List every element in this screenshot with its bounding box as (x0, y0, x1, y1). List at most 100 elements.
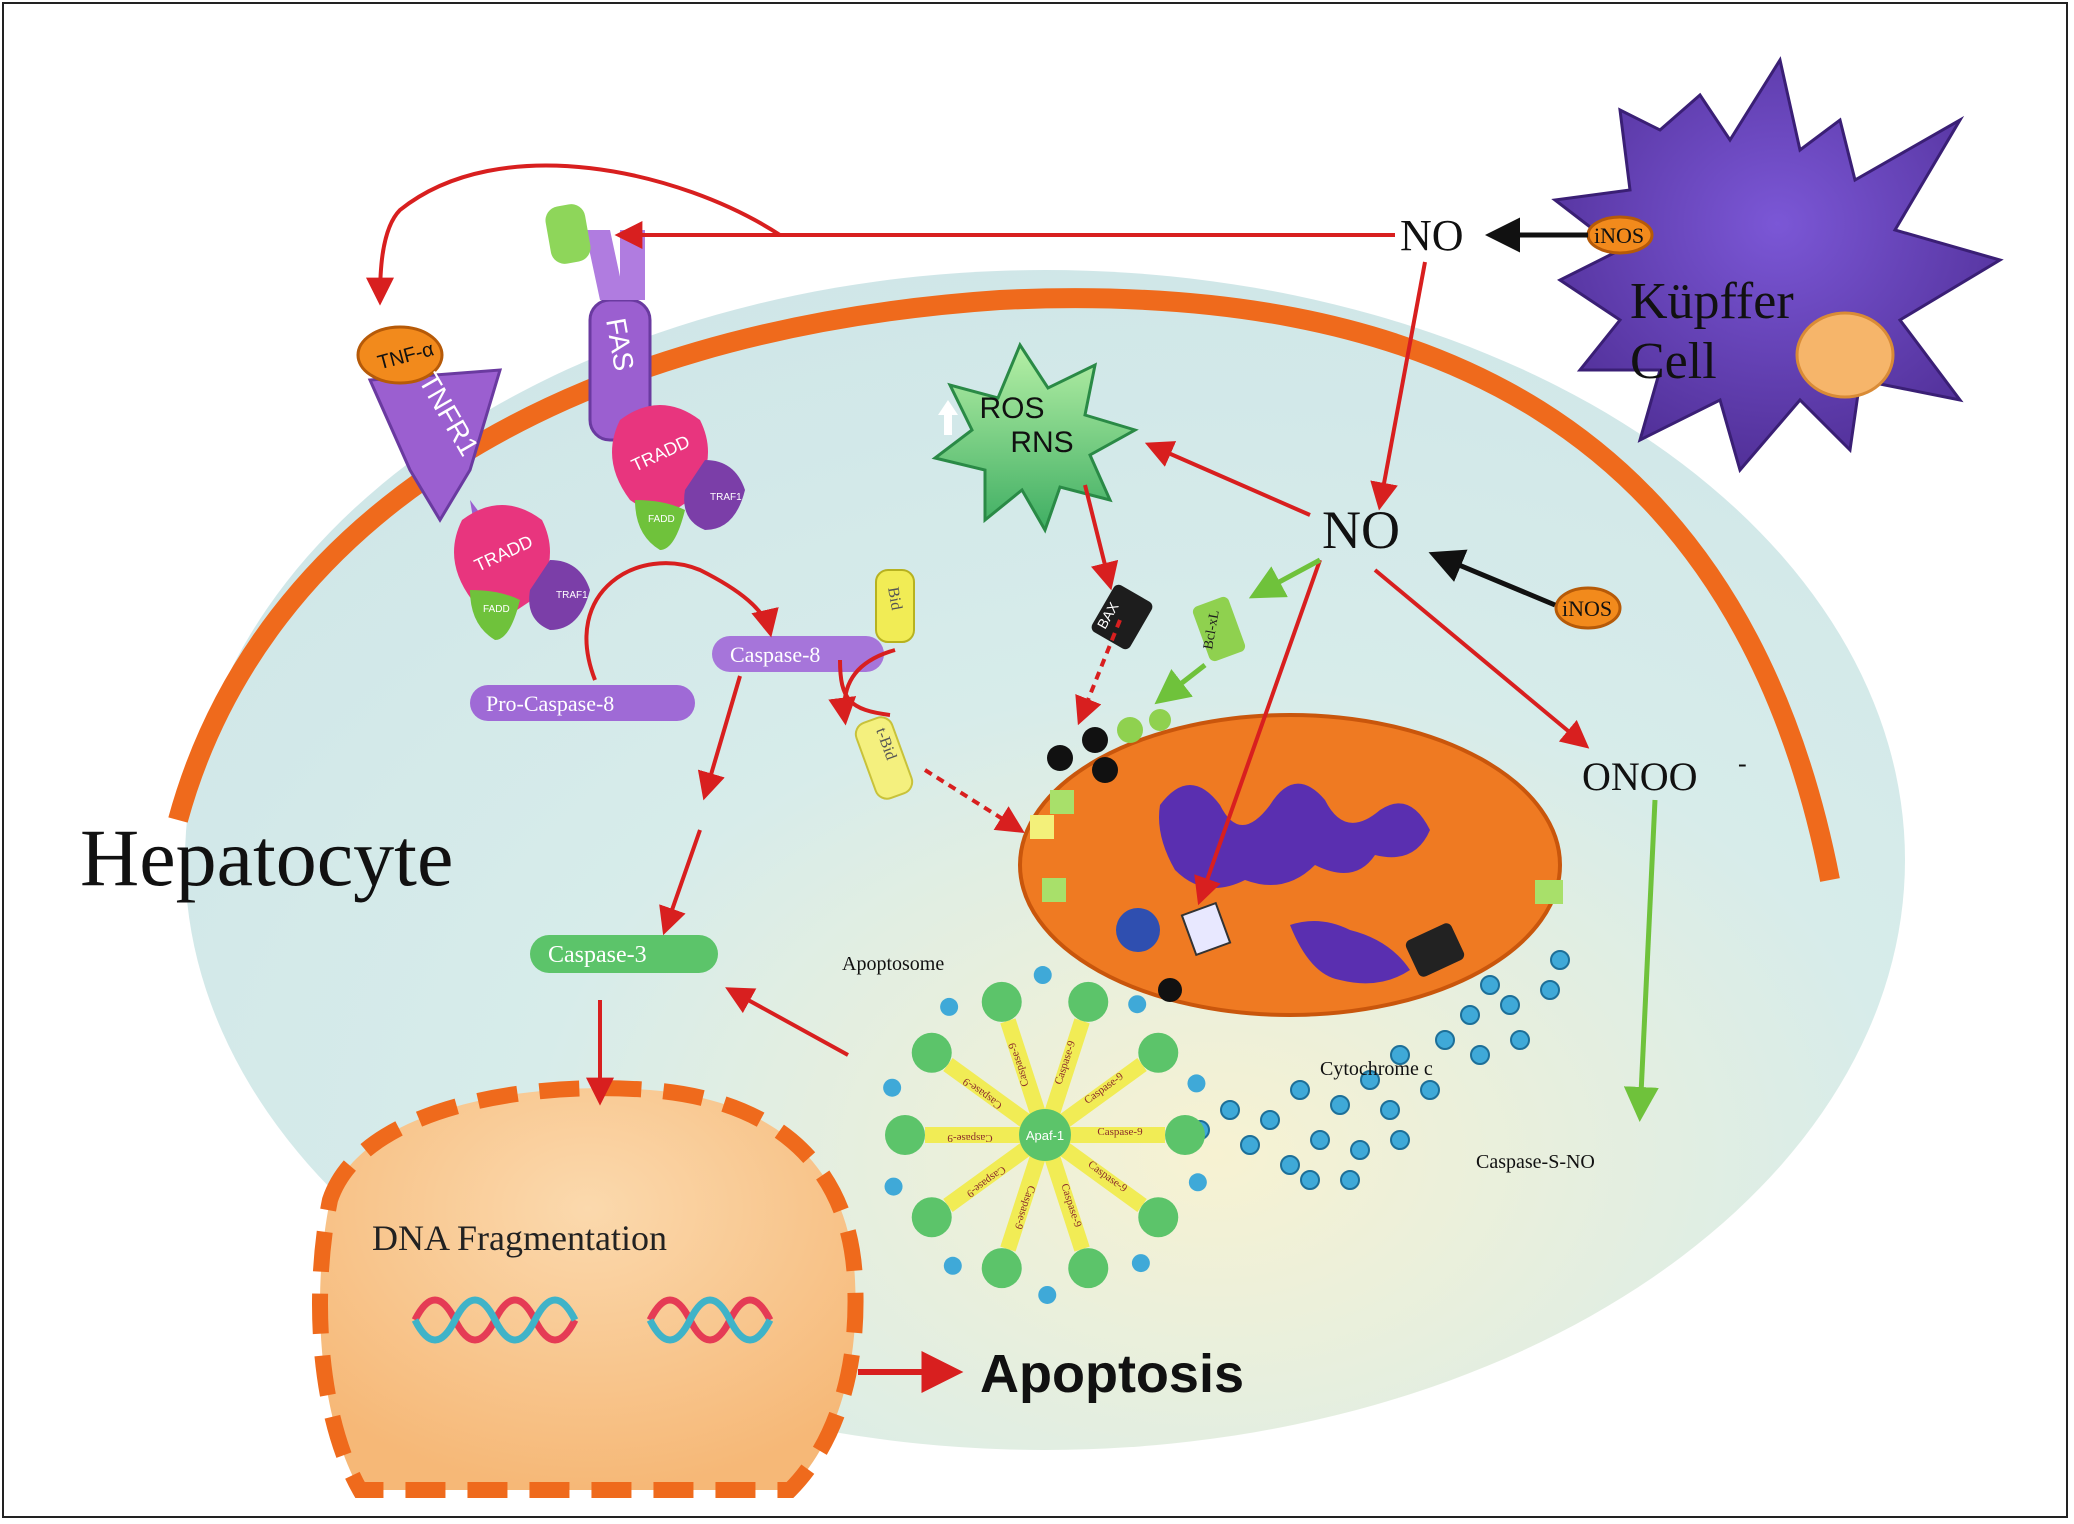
fadd-label-1: FADD (483, 604, 510, 615)
no-label-mid: NO (1322, 500, 1400, 560)
onoo-label: ONOO (1582, 754, 1698, 799)
cytochrome-c-dot (1300, 1170, 1320, 1190)
arrow-no-to-tnf (366, 163, 782, 306)
arrow-bid-to-tbid (828, 648, 896, 726)
cytochrome-c-dot (1310, 1130, 1330, 1150)
arrow-procaspase-to-caspase8 (584, 561, 779, 681)
no-label-top: NO (1400, 211, 1464, 260)
arrow-tbid-to-mito (923, 768, 1025, 833)
caspase-snno-label: Caspase-S-NO (1476, 1151, 1595, 1173)
tbid-pill (854, 716, 914, 800)
cytochrome-c-dot (1540, 980, 1560, 1000)
arrow-inos-to-no-mid (1428, 549, 1556, 608)
cytochrome-c-dot (1260, 1110, 1280, 1130)
cytochrome-c-dot (1280, 1155, 1300, 1175)
bid-pill (875, 569, 915, 643)
caspase9-label: Caspase-9 (947, 1132, 993, 1144)
arrow-onoo-to-caspase (1623, 799, 1659, 1122)
cytochrome-c-dot (1435, 1030, 1455, 1050)
rns-label: RNS (1010, 426, 1073, 459)
dna-fragmentation-label: DNA Fragmentation (372, 1218, 667, 1258)
apoptosome-node (885, 1115, 925, 1155)
arrow-no-to-onoo (1373, 568, 1590, 749)
arrow-no-to-mito (1194, 559, 1322, 906)
traf-label-1: TRAF1 (556, 590, 588, 601)
caspase3-label: Caspase-3 (548, 942, 647, 968)
caspase3-pill (530, 935, 718, 973)
cytochrome-c-dot (883, 1078, 902, 1097)
cytochrome-c-cluster (1190, 950, 1570, 1190)
cytochrome-c-dot (1390, 1045, 1410, 1065)
arrow-caspase8-to-bid (838, 659, 891, 717)
apoptosome-node (911, 1032, 952, 1073)
red-arrows (366, 163, 1590, 1393)
cytochrome-c-dot (1128, 995, 1147, 1014)
cytochrome-c-dot (1500, 995, 1520, 1015)
traf-label-2: TRAF1 (710, 492, 742, 503)
apoptosome-node (1138, 1032, 1179, 1073)
arrow-bclx-to-mito (1154, 663, 1207, 705)
fasl-ligand (545, 204, 591, 264)
mitochondrion (1018, 709, 1563, 1017)
cytochrome-c-dot (1350, 1140, 1370, 1160)
nucleus (312, 1080, 864, 1498)
ros-label: ROS (979, 392, 1044, 425)
tradd-complex-2 (612, 405, 745, 550)
cytochrome-c-dot (1188, 1173, 1207, 1192)
tradd-complex-1 (454, 505, 590, 640)
apoptosome-node (911, 1197, 952, 1238)
cytochrome-c-dot (1187, 1074, 1206, 1093)
arrow-no-to-ros (1144, 441, 1311, 517)
cell-membrane (168, 288, 1840, 882)
apoptosome-node (1068, 1248, 1109, 1289)
apaf1-label: Apaf-1 (1026, 1128, 1064, 1143)
cytochrome-c-dot (1330, 1095, 1350, 1115)
apoptosome-node (1138, 1197, 1179, 1238)
cytochrome-c-dot (1033, 966, 1052, 985)
onoo-superscript: - (1738, 749, 1747, 778)
cytochrome-c-dot (1131, 1254, 1150, 1273)
apoptosome-node (1165, 1115, 1205, 1155)
caspase9-label: Caspase-9 (1097, 1126, 1143, 1138)
cytochrome-c-dot (1340, 1170, 1360, 1190)
apaf1-hub (1019, 1109, 1071, 1161)
ros-rns-star (931, 341, 1139, 534)
bax-box (1091, 584, 1153, 650)
procaspase8-label: Pro-Caspase-8 (486, 691, 614, 716)
cytochrome-c-dot (943, 1256, 962, 1275)
dna-helix-icon (411, 1296, 774, 1344)
arrow-apoptosome-to-caspase3 (725, 987, 849, 1057)
apoptosis-label: Apoptosis (980, 1344, 1244, 1404)
apoptosome-label: Apoptosome (842, 953, 944, 975)
mito-channel-icon (1405, 923, 1465, 977)
apoptosome-node (981, 981, 1022, 1022)
cytochrome-c-dot (1510, 1030, 1530, 1050)
bclx-box (1192, 596, 1246, 662)
tnf-alpha-ligand (356, 325, 444, 385)
arrow-ros-to-bax (1083, 484, 1119, 591)
inos-label-top: iNOS (1594, 223, 1644, 248)
cytochrome-c-dot (1380, 1100, 1400, 1120)
arrow-caspase8-down (697, 675, 742, 801)
cytochrome-c-dot (1550, 950, 1570, 970)
cytochrome-c-dot (1480, 975, 1500, 995)
apoptosome-node (1068, 981, 1109, 1022)
apoptosome-node (981, 1248, 1022, 1289)
cytochrome-c-dot (1390, 1130, 1410, 1150)
arrow-caspase8-to-caspase3 (659, 829, 702, 936)
kupffer-nucleus (1795, 311, 1895, 399)
cytochrome-c-dot (1470, 1045, 1490, 1065)
pore-icon (1116, 901, 1232, 957)
bclx-label: Bcl-xL (1201, 609, 1223, 651)
cytochrome-c-dot (1360, 1070, 1380, 1090)
procaspase8-pill (470, 685, 695, 721)
fadd-label-2: FADD (648, 514, 675, 525)
cytochrome-c-dot (1290, 1080, 1310, 1100)
black-arrows (1428, 217, 1588, 608)
inos-label-mid: iNOS (1562, 596, 1612, 621)
mito-surface-proteins (1030, 709, 1563, 1002)
cytochrome-c-dot (1220, 1100, 1240, 1120)
arrow-bax-to-mito (1075, 619, 1122, 726)
kupffer-label-2: Cell (1630, 333, 1717, 390)
